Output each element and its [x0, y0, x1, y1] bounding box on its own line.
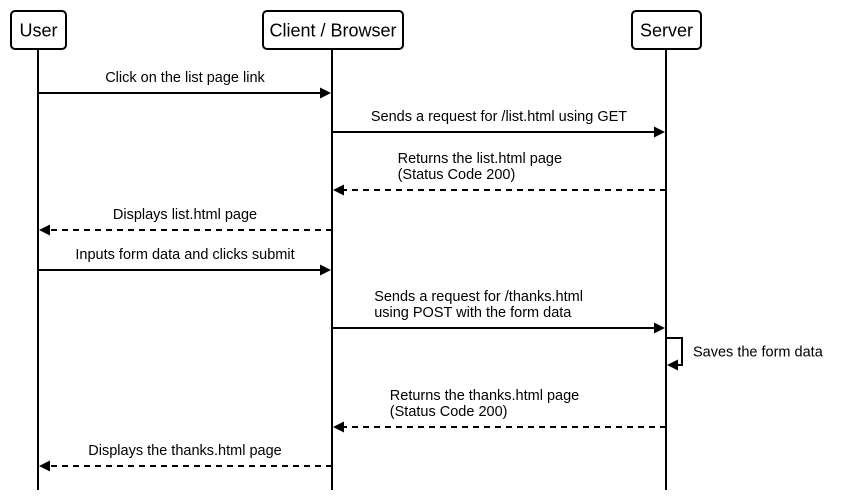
participant-user: User	[10, 10, 67, 50]
message-label: Sends a request for /thanks.html	[374, 289, 583, 305]
message: Returns the list.html page(Status Code 2…	[333, 151, 666, 196]
message-label: Displays the thanks.html page	[88, 443, 281, 459]
arrowhead	[333, 184, 344, 196]
message-label: Click on the list page link	[105, 70, 265, 86]
message-label: (Status Code 200)	[398, 167, 516, 183]
participant-label: User	[19, 21, 57, 41]
arrowhead	[39, 460, 50, 472]
arrowhead	[667, 359, 678, 371]
message-label: Inputs form data and clicks submit	[75, 247, 294, 263]
message-label: Returns the list.html page	[398, 151, 562, 167]
message-label: Returns the thanks.html page	[390, 388, 579, 404]
participant-box	[10, 10, 67, 50]
participant-server: Server	[631, 10, 702, 50]
message: Inputs form data and clicks submit	[38, 247, 331, 276]
arrowhead	[654, 126, 665, 138]
message-label: (Status Code 200)	[390, 404, 508, 420]
message-line	[666, 337, 683, 366]
message: Sends a request for /list.html using GET	[332, 109, 665, 138]
arrowhead	[39, 224, 50, 236]
arrowhead	[333, 421, 344, 433]
participant-box	[262, 10, 404, 50]
arrowhead	[320, 87, 331, 99]
participant-label: Server	[640, 21, 693, 41]
participant-client: Client / Browser	[262, 10, 404, 50]
message: Click on the list page link	[38, 70, 331, 99]
participant-box	[631, 10, 702, 50]
message: Displays the thanks.html page	[39, 443, 332, 472]
message-label: using POST with the form data	[374, 305, 572, 321]
arrowhead	[320, 264, 331, 276]
participant-label: Client / Browser	[269, 21, 396, 41]
message-label: Sends a request for /list.html using GET	[371, 109, 627, 125]
participants: User Client / Browser Server	[10, 10, 702, 50]
message: Displays list.html page	[39, 207, 332, 236]
message-label: Displays list.html page	[113, 207, 257, 223]
arrowhead	[654, 322, 665, 334]
message: Returns the thanks.html page(Status Code…	[333, 388, 666, 433]
message-label: Saves the form data	[693, 345, 824, 361]
message: Saves the form data	[666, 337, 824, 371]
